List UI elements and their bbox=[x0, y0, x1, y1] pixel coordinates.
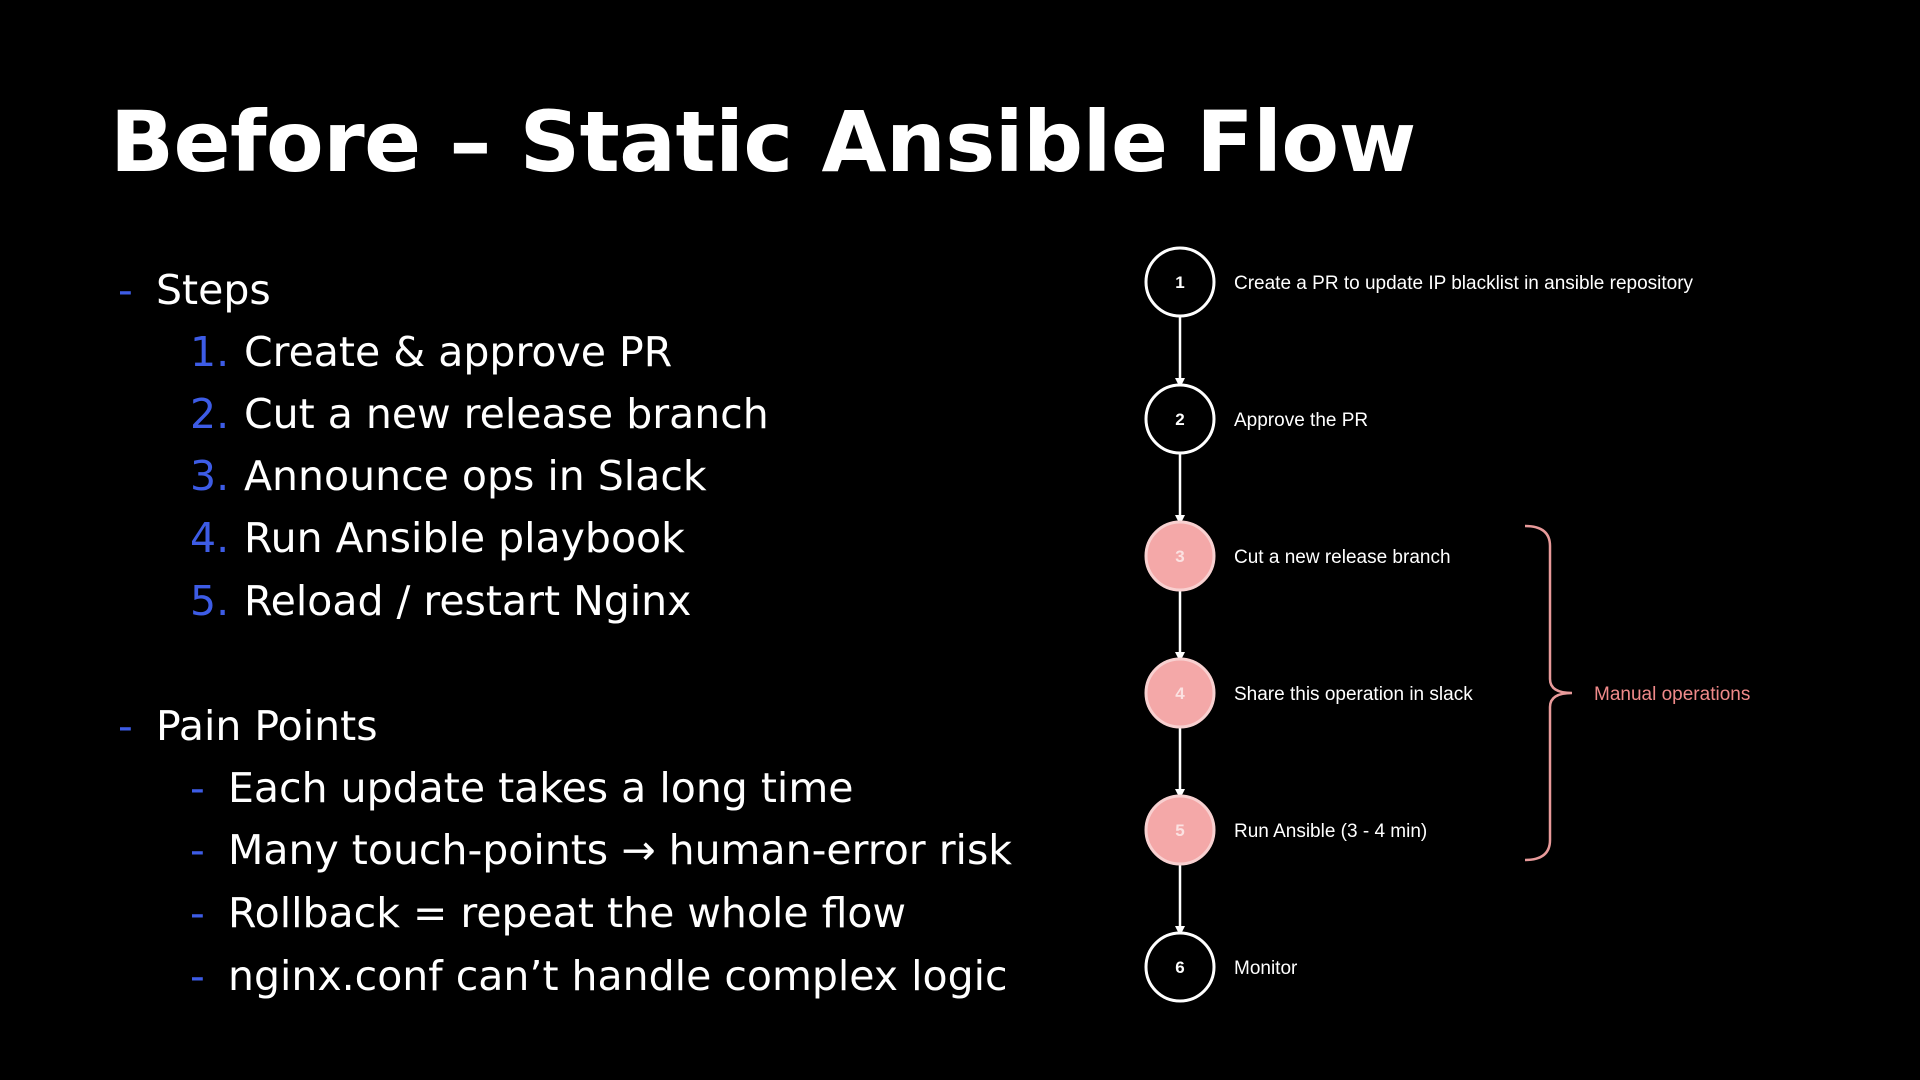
flow-node-label: Run Ansible (3 - 4 min) bbox=[1234, 821, 1427, 842]
flow-node-circle bbox=[1144, 657, 1216, 729]
pain-point-item: -Many touch-points → human-error risk bbox=[190, 826, 1013, 874]
bullet-dash: - bbox=[118, 266, 133, 314]
step-item: 4.Run Ansible playbook bbox=[190, 514, 685, 562]
flow-node-number: 4 bbox=[1175, 684, 1185, 703]
flow-node-number: 6 bbox=[1175, 958, 1184, 977]
pain-point-item: -Rollback = repeat the whole flow bbox=[190, 889, 907, 937]
manual-operations-label: Manual operations bbox=[1594, 684, 1750, 705]
flow-node-circle bbox=[1144, 520, 1216, 592]
flow-node-6: 6 Monitor bbox=[1144, 931, 1298, 1003]
flow-node-label: Monitor bbox=[1234, 958, 1298, 979]
steps-heading: -Steps bbox=[118, 266, 271, 314]
flow-node-5: 5 Run Ansible (3 - 4 min) bbox=[1144, 794, 1427, 866]
flow-node-circle bbox=[1144, 931, 1216, 1003]
flow-node-label: Create a PR to update IP blacklist in an… bbox=[1234, 273, 1694, 294]
step-item: 3.Announce ops in Slack bbox=[190, 452, 707, 500]
step-item: 5.Reload / restart Nginx bbox=[190, 577, 692, 625]
flow-node-circle bbox=[1144, 246, 1216, 318]
flow-node-circle bbox=[1144, 383, 1216, 455]
step-item: 1.Create & approve PR bbox=[190, 328, 673, 376]
pain-point-item: -nginx.conf can’t handle complex logic bbox=[190, 952, 1008, 1000]
flow-node-1: 1 Create a PR to update IP blacklist in a… bbox=[1144, 246, 1694, 318]
flow-node-circle bbox=[1144, 794, 1216, 866]
flow-node-3: 3 Cut a new release branch bbox=[1144, 520, 1451, 592]
flow-node-2: 2 Approve the PR bbox=[1144, 383, 1368, 455]
manual-operations-bracket bbox=[1524, 524, 1573, 862]
pain-points-heading: -Pain Points bbox=[118, 702, 378, 750]
slide-title: Before – Static Ansible Flow bbox=[110, 93, 1416, 191]
flow-node-4: 4 Share this operation in slack bbox=[1144, 657, 1473, 729]
bullet-dash: - bbox=[118, 702, 133, 750]
flow-node-number: 5 bbox=[1175, 821, 1184, 840]
flow-node-number: 3 bbox=[1175, 547, 1184, 566]
step-item: 2.Cut a new release branch bbox=[190, 390, 769, 438]
flow-node-label: Cut a new release branch bbox=[1234, 547, 1451, 568]
flow-node-label: Share this operation in slack bbox=[1234, 684, 1473, 705]
pain-point-item: -Each update takes a long time bbox=[190, 764, 854, 812]
flow-node-label: Approve the PR bbox=[1234, 410, 1368, 431]
flow-node-number: 1 bbox=[1175, 273, 1184, 292]
flow-node-number: 2 bbox=[1175, 410, 1184, 429]
